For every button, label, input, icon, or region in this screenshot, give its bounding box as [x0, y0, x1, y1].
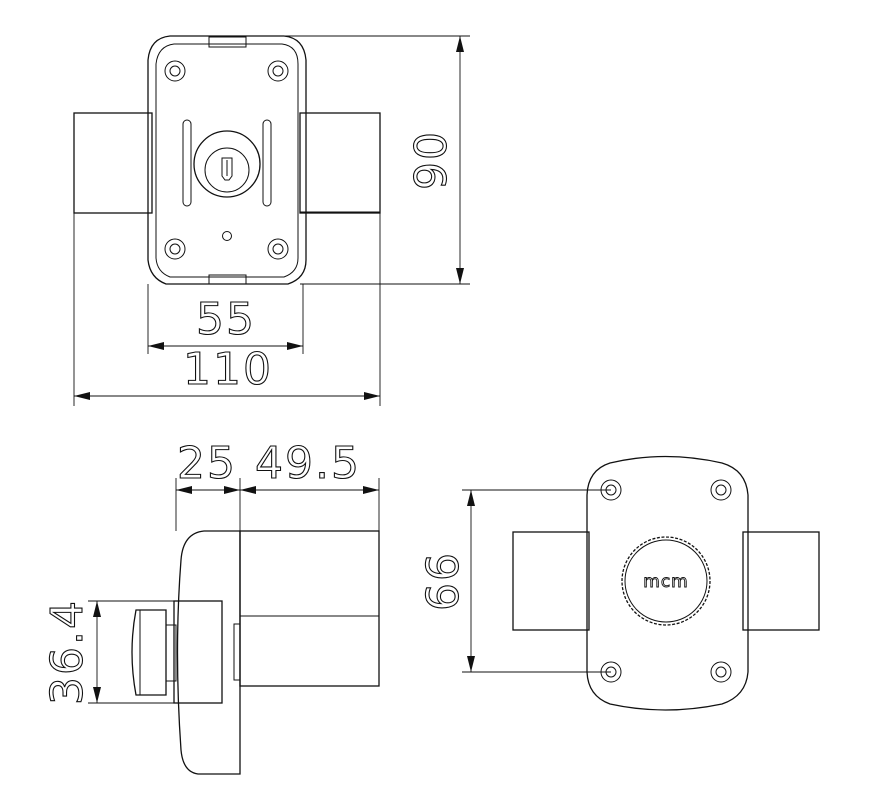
knurled-knob-icon [621, 536, 711, 626]
key-cylinder-icon [193, 130, 261, 198]
dim-front-depth-label: 25 [177, 438, 237, 489]
dim-total-width-label: 110 [183, 344, 273, 395]
bolt-housing-left [73, 112, 153, 214]
dim-body-depth-label: 49.5 [255, 438, 361, 489]
front-faceplate [147, 35, 307, 285]
dim-knob-label: 36.4 [42, 599, 93, 705]
side-knob-housing [173, 600, 223, 704]
front-view [73, 35, 381, 285]
dim-body-width-label: 55 [196, 294, 256, 345]
brand-logo: mcm [643, 572, 688, 592]
back-bolt-housing-right [742, 531, 820, 631]
screw-hole-icon [164, 60, 289, 260]
back-dimensions: 66 [417, 489, 611, 673]
dim-hole-spacing-label: 66 [418, 551, 469, 611]
front-dimensions: 90 55 110 [73, 35, 470, 406]
side-body [239, 530, 380, 687]
side-dimensions: 25 49.5 36.4 [41, 437, 380, 706]
bolt-housing-right [299, 112, 381, 214]
side-faceplate [176, 530, 241, 775]
side-view [131, 530, 380, 775]
back-bolt-housing-left [512, 531, 590, 631]
thumb-knob-icon [131, 609, 167, 696]
dim-height-label: 90 [406, 130, 457, 190]
